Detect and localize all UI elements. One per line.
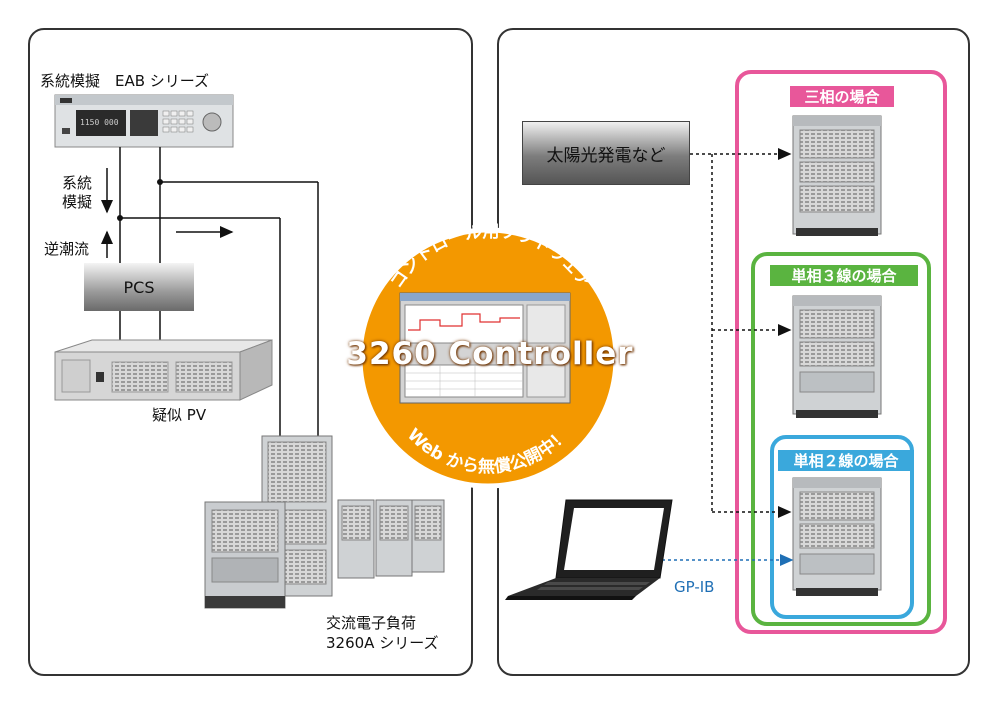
single3-title: 単相３線の場合	[770, 265, 918, 286]
load-label-line2: 3260A シリーズ	[326, 634, 439, 652]
load-cabinet-single3	[792, 295, 882, 418]
gpib-label: GP-IB	[674, 578, 715, 596]
single-phase-3wire-box	[751, 252, 931, 626]
solar-block: 太陽光発電など	[522, 121, 690, 185]
load-cabinet-single2	[792, 477, 882, 596]
three-phase-box	[735, 70, 947, 634]
eab-label: 系統模擬 EAB シリーズ	[40, 72, 210, 90]
junction-dot	[157, 179, 163, 185]
load-label-line1: 交流電子負荷	[326, 614, 417, 632]
load-cabinet-three-phase	[792, 115, 882, 236]
pv-label: 疑似 PV	[152, 406, 207, 424]
pcs-label: PCS	[123, 277, 155, 297]
controller-title: 3260 Controller	[346, 336, 634, 372]
pv-simulator-device	[54, 339, 273, 401]
solar-label: 太陽光発電など	[546, 145, 666, 166]
reverse-flow-label: 逆潮流	[44, 240, 90, 258]
three-phase-title: 三相の場合	[790, 86, 894, 107]
single-phase-2wire-box	[770, 435, 914, 619]
laptop-icon	[505, 499, 673, 600]
pcs-block: PCS	[84, 263, 194, 311]
controller-badge	[357, 227, 619, 489]
wiring-left	[101, 147, 319, 470]
eab-device: 1150 000	[54, 94, 234, 148]
svg-text:1150 000: 1150 000	[80, 118, 119, 127]
junction-dot	[117, 215, 123, 221]
single2-title: 単相２線の場合	[778, 450, 914, 471]
grid-sim-label-line2: 模擬	[62, 193, 93, 211]
grid-sim-label-line1: 系統	[62, 174, 93, 192]
ac-load-cabinets	[204, 435, 445, 609]
solar-connections	[690, 148, 792, 518]
